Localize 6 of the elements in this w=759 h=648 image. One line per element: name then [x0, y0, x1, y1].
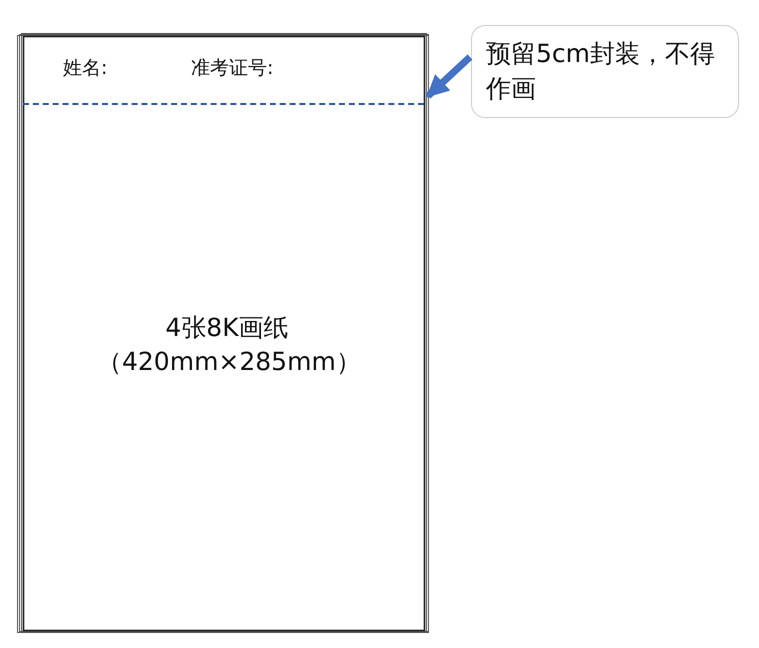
- paper-stack: [17, 33, 430, 633]
- name-field-label: 姓名:: [63, 56, 108, 81]
- sheet-label: 4张8K画纸（420mm×285mm）: [97, 312, 357, 378]
- exam-number-field-label: 准考证号:: [191, 56, 274, 81]
- arrow: [426, 54, 472, 99]
- callout-box: 预留5cm封装，不得作画: [471, 25, 739, 118]
